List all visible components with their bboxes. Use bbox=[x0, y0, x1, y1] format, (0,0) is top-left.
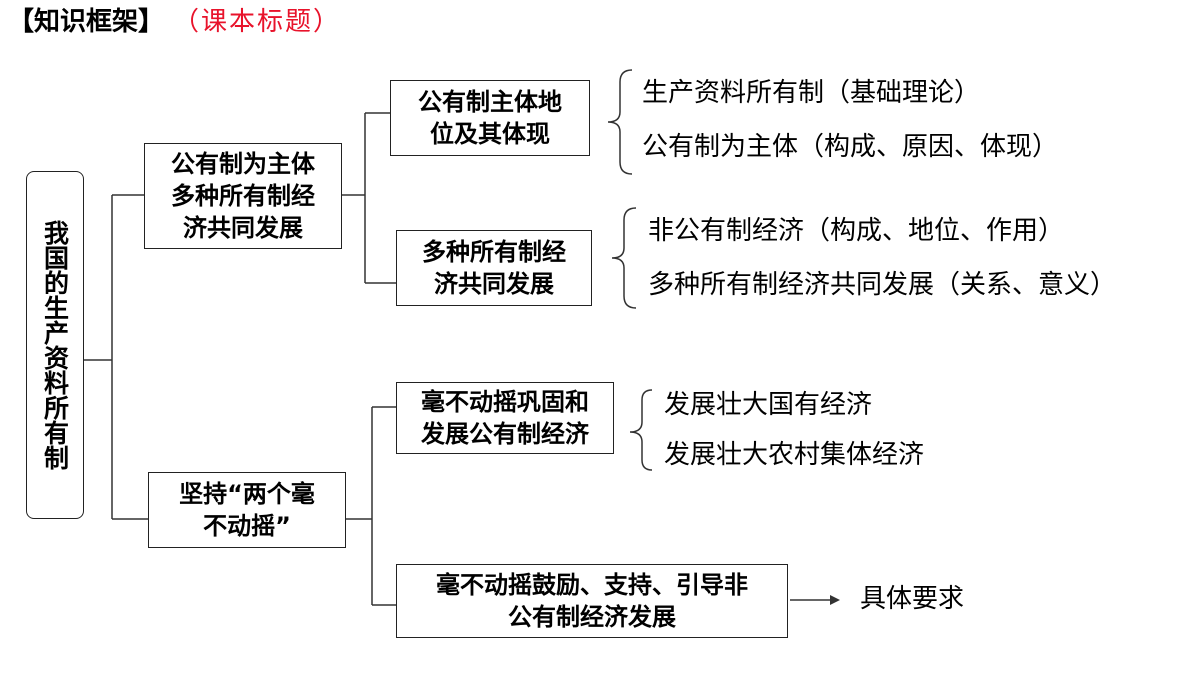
node-two-unwavering: 坚持“两个毫 不动摇” bbox=[148, 472, 346, 548]
title-subtitle: （课本标题） bbox=[186, 7, 342, 37]
leaf-means-of-production: 生产资料所有制（基础理论） bbox=[642, 78, 981, 108]
node-encourage-nonpublic: 毫不动摇鼓励、支持、引导非 公有制经济发展 bbox=[396, 564, 788, 638]
root-node: 我国的生产资料所有制 bbox=[26, 171, 84, 519]
leaf-specific-requirements: 具体要求 bbox=[860, 584, 965, 614]
node-public-ownership-main: 公有制为主体 多种所有制经 济共同发展 bbox=[144, 143, 342, 249]
node-consolidate-public: 毫不动摇巩固和 发展公有制经济 bbox=[396, 382, 614, 454]
leaf-nonpublic-economy: 非公有制经济（构成、地位、作用） bbox=[648, 216, 1065, 246]
title-main: 【知识框架】 bbox=[8, 7, 165, 37]
page-title: 【知识框架】 （课本标题） bbox=[8, 2, 341, 42]
node-public-dominant-status: 公有制主体地 位及其体现 bbox=[390, 80, 590, 156]
node-multiple-ownership: 多种所有制经 济共同发展 bbox=[396, 230, 592, 306]
leaf-state-owned: 发展壮大国有经济 bbox=[664, 390, 873, 420]
leaf-common-development: 多种所有制经济共同发展（关系、意义） bbox=[648, 270, 1117, 300]
leaf-public-dominant: 公有制为主体（构成、原因、体现） bbox=[642, 132, 1059, 162]
leaf-rural-collective: 发展壮大农村集体经济 bbox=[664, 440, 925, 470]
